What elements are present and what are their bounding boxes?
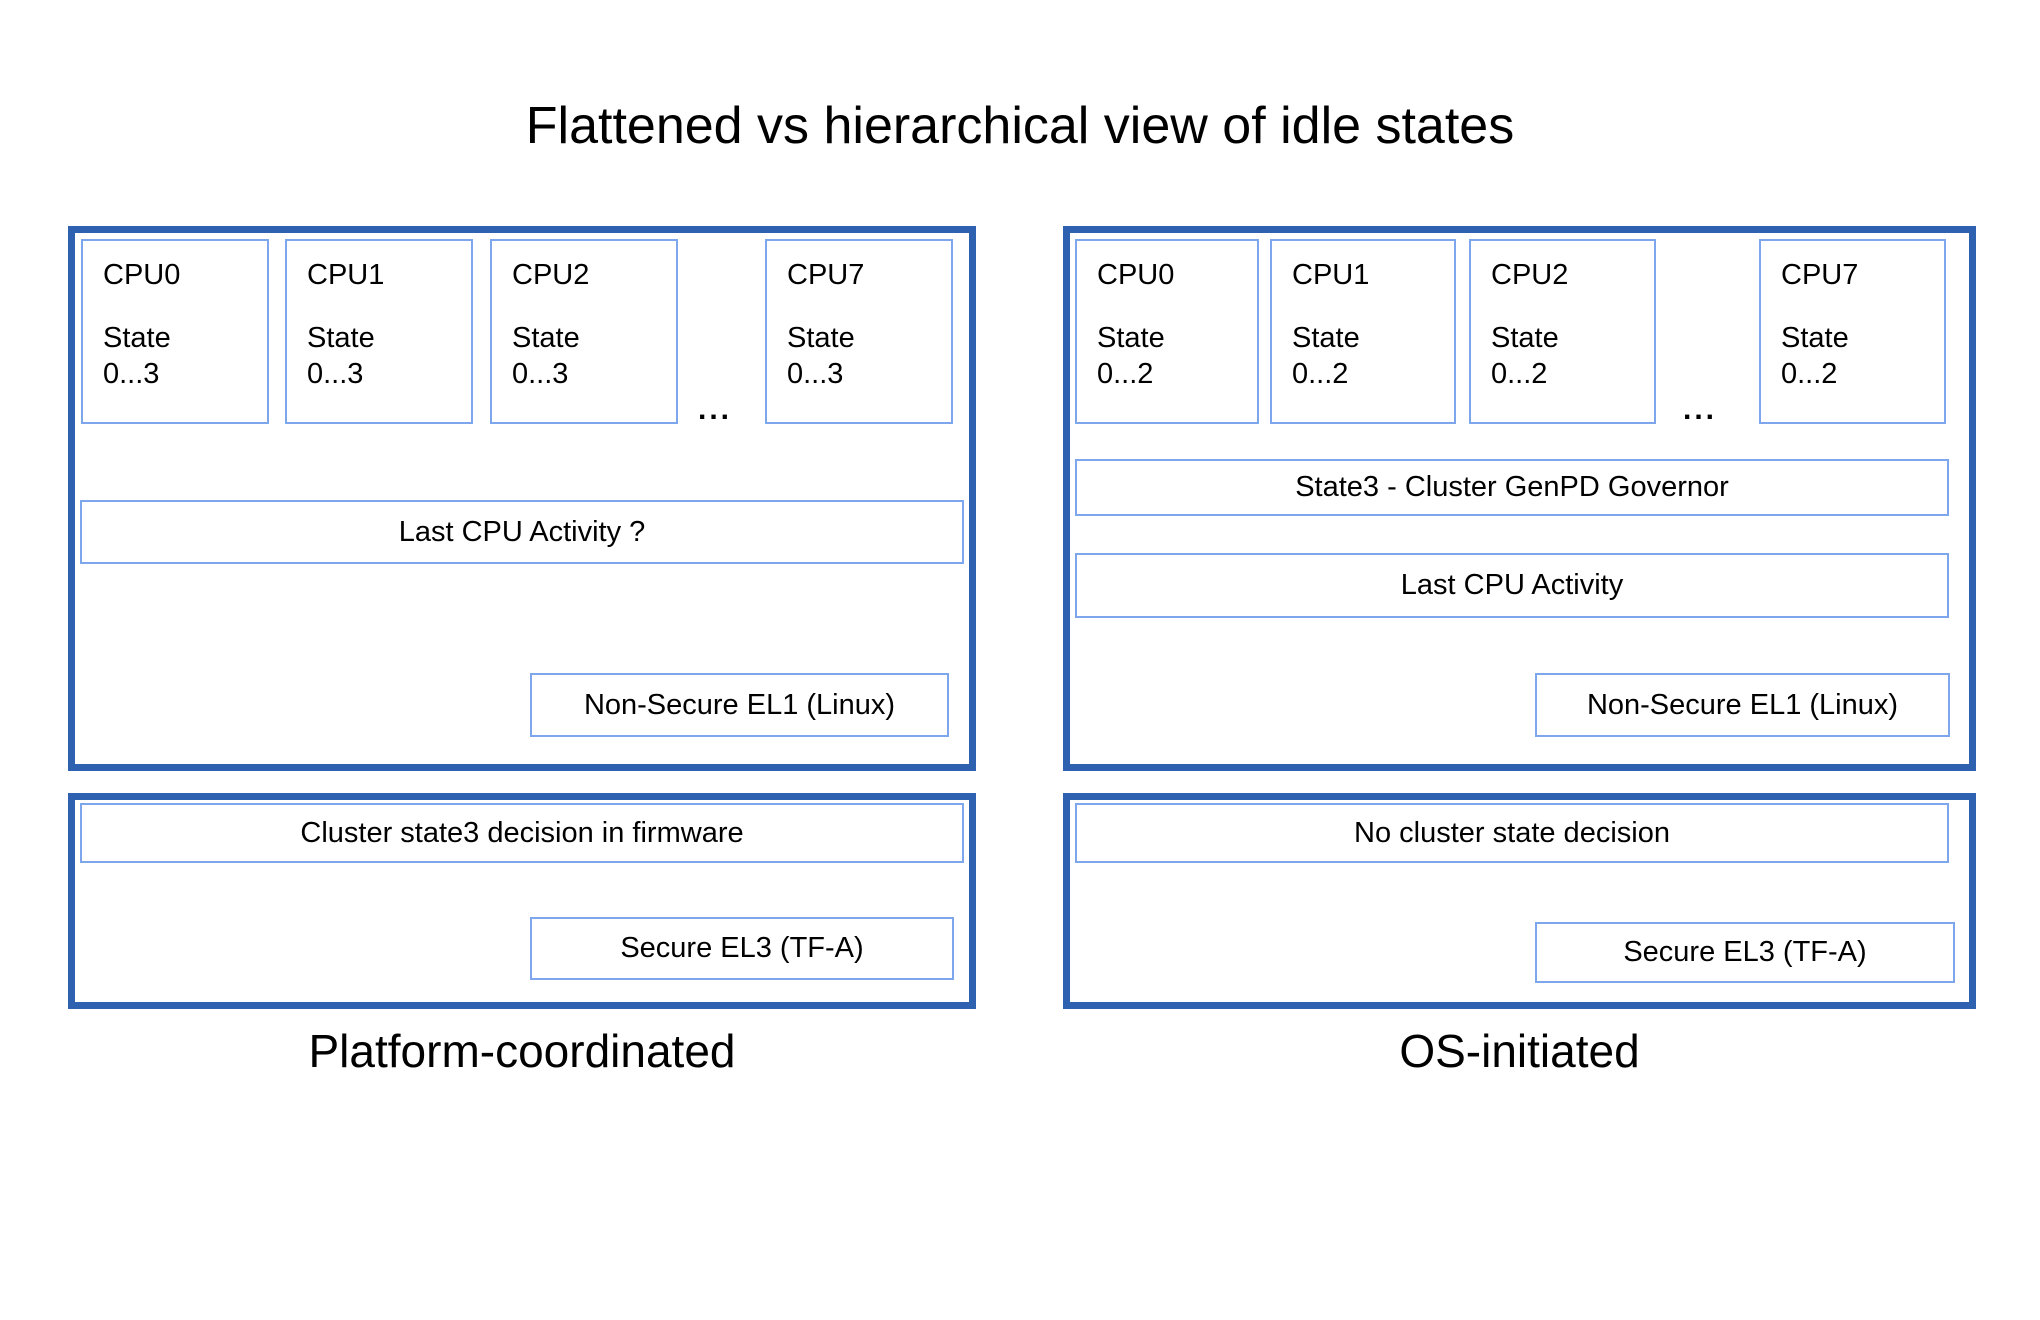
cpu-name: CPU0 bbox=[1097, 259, 1175, 291]
cpu-state-range: 0...2 bbox=[1292, 357, 1349, 390]
cpu-box: CPU2 State 0...3 bbox=[490, 239, 678, 424]
cpu-state-word: State bbox=[1781, 321, 1849, 354]
cpu-states: State 0...2 bbox=[1292, 320, 1434, 393]
cpu-states: State 0...3 bbox=[103, 320, 247, 393]
cpu-state-range: 0...3 bbox=[512, 357, 569, 390]
cpu-box: CPU7 State 0...2 bbox=[1759, 239, 1946, 424]
no-cluster-decision-box: No cluster state decision bbox=[1075, 803, 1949, 863]
platform-coordinated-secure-panel: Cluster state3 decision in firmware Secu… bbox=[68, 793, 976, 1009]
cpu-name: CPU7 bbox=[787, 259, 865, 291]
cpu-states: State 0...2 bbox=[1781, 320, 1924, 393]
secure-el3-box: Secure EL3 (TF-A) bbox=[1535, 922, 1955, 983]
cpu-state-range: 0...2 bbox=[1781, 357, 1838, 390]
cpu-name: CPU2 bbox=[1491, 259, 1569, 291]
os-initiated-nonsecure-panel: CPU0 State 0...2 CPU1 State 0...2 CPU2 S… bbox=[1063, 226, 1976, 771]
cpu-states: State 0...2 bbox=[1491, 320, 1634, 393]
cpu-state-word: State bbox=[1491, 321, 1559, 354]
cpu-ellipsis: ... bbox=[697, 393, 732, 426]
cpu-box: CPU7 State 0...3 bbox=[765, 239, 953, 424]
non-secure-el1-box: Non-Secure EL1 (Linux) bbox=[1535, 673, 1950, 737]
cpu-ellipsis: ... bbox=[1682, 393, 1717, 426]
secure-el3-box: Secure EL3 (TF-A) bbox=[530, 917, 954, 980]
cpu-state-range: 0...2 bbox=[1097, 357, 1154, 390]
cpu-box: CPU1 State 0...2 bbox=[1270, 239, 1456, 424]
platform-coordinated-nonsecure-panel: CPU0 State 0...3 CPU1 State 0...3 CPU2 S… bbox=[68, 226, 976, 771]
cpu-box: CPU0 State 0...3 bbox=[81, 239, 269, 424]
cpu-name: CPU1 bbox=[1292, 259, 1370, 291]
cpu-state-range: 0...3 bbox=[103, 357, 160, 390]
cpu-name: CPU1 bbox=[307, 259, 385, 291]
cluster-genpd-governor-box: State3 - Cluster GenPD Governor bbox=[1075, 459, 1949, 516]
cpu-states: State 0...3 bbox=[787, 320, 931, 393]
cpu-name: CPU0 bbox=[103, 259, 181, 291]
os-initiated-caption: OS-initiated bbox=[1399, 1025, 1640, 1077]
cpu-state-word: State bbox=[1292, 321, 1360, 354]
cpu-box: CPU2 State 0...2 bbox=[1469, 239, 1656, 424]
platform-coordinated-caption: Platform-coordinated bbox=[308, 1025, 736, 1077]
cpu-state-range: 0...3 bbox=[307, 357, 364, 390]
last-cpu-activity-box: Last CPU Activity ? bbox=[80, 500, 964, 564]
cpu-states: State 0...2 bbox=[1097, 320, 1237, 393]
cpu-state-word: State bbox=[787, 321, 855, 354]
cpu-state-range: 0...2 bbox=[1491, 357, 1548, 390]
cpu-state-word: State bbox=[1097, 321, 1165, 354]
cpu-box: CPU1 State 0...3 bbox=[285, 239, 473, 424]
cpu-state-range: 0...3 bbox=[787, 357, 844, 390]
diagram-title: Flattened vs hierarchical view of idle s… bbox=[525, 97, 1515, 155]
os-initiated-secure-panel: No cluster state decision Secure EL3 (TF… bbox=[1063, 793, 1976, 1009]
last-cpu-activity-box: Last CPU Activity bbox=[1075, 553, 1949, 618]
cpu-state-word: State bbox=[307, 321, 375, 354]
cpu-states: State 0...3 bbox=[307, 320, 451, 393]
non-secure-el1-box: Non-Secure EL1 (Linux) bbox=[530, 673, 949, 737]
cpu-states: State 0...3 bbox=[512, 320, 656, 393]
cpu-state-word: State bbox=[103, 321, 171, 354]
cpu-state-word: State bbox=[512, 321, 580, 354]
cpu-box: CPU0 State 0...2 bbox=[1075, 239, 1259, 424]
cluster-decision-box: Cluster state3 decision in firmware bbox=[80, 803, 964, 863]
cpu-name: CPU2 bbox=[512, 259, 590, 291]
cpu-name: CPU7 bbox=[1781, 259, 1859, 291]
